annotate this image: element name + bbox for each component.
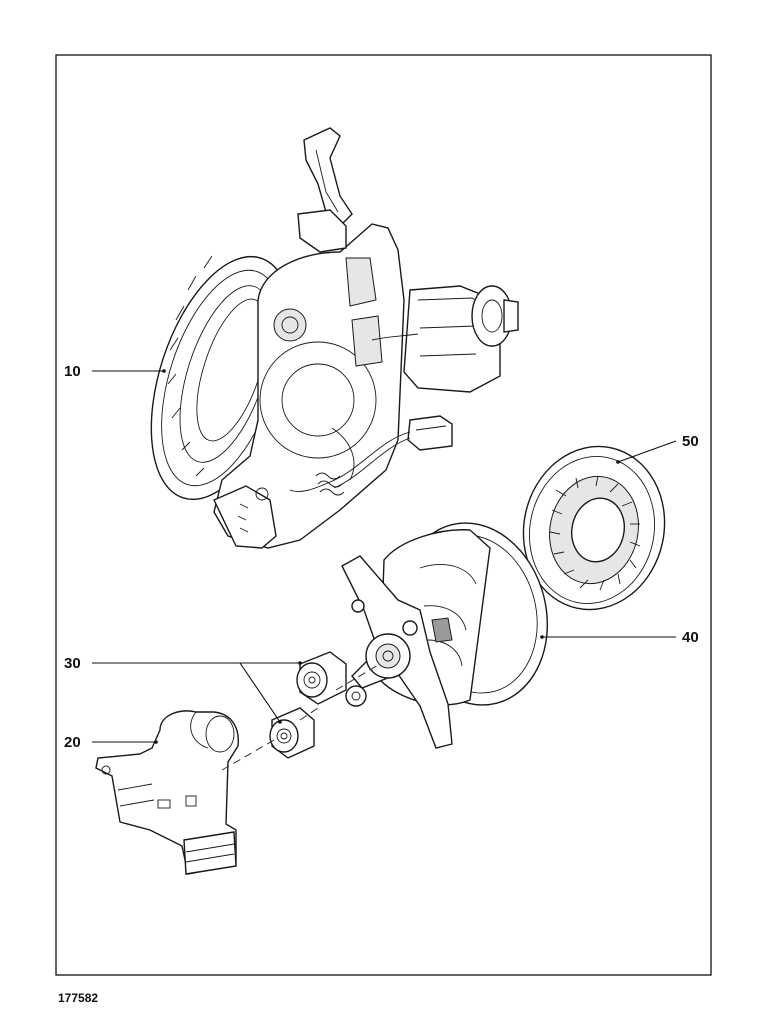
callout-10: 10 <box>64 363 81 380</box>
leader-lines <box>92 369 677 744</box>
drawing-reference-number: 177582 <box>58 991 98 1005</box>
callout-50: 50 <box>682 433 699 450</box>
drawing-frame <box>55 54 712 976</box>
part-30-bushings <box>269 651 347 759</box>
part-50-filter <box>522 445 666 611</box>
part-10-cable-reel <box>150 127 519 549</box>
callout-20: 20 <box>64 734 81 751</box>
part-20-holder <box>95 710 239 875</box>
callout-40: 40 <box>682 629 699 646</box>
assembly-axis-line <box>221 663 381 771</box>
callout-30: 30 <box>64 655 81 672</box>
part-40-motor <box>341 522 549 749</box>
